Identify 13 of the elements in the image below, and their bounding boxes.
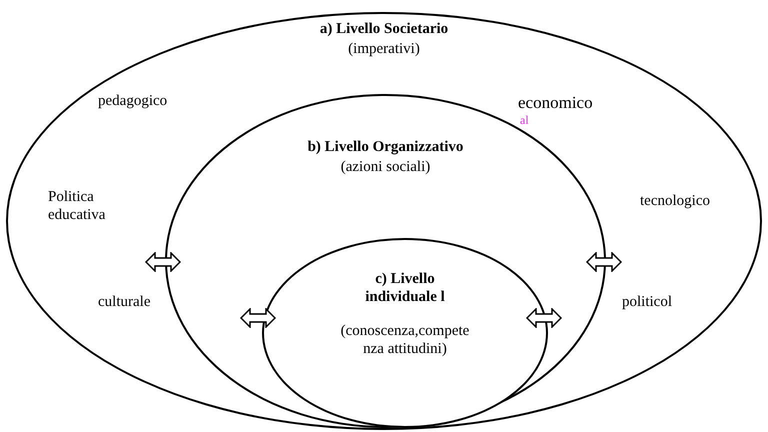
level-title: a) Livello Societario [318, 20, 450, 38]
factor-label: economico [518, 94, 593, 112]
factor-label: culturale [98, 293, 150, 311]
factor-label: al [520, 114, 529, 126]
level-subtitle: (conoscenza,compete nza attitudini) [340, 322, 470, 358]
factor-label: Politica educativa [48, 188, 106, 224]
factor-label: tecnologico [640, 192, 710, 210]
level-subtitle: (imperativi) [347, 40, 421, 58]
level-title: c) Livello individuale l [364, 270, 446, 306]
level-title: b) Livello Organizzativo [306, 138, 464, 156]
factor-label: pedagogico [98, 92, 168, 110]
factor-label: politicol [622, 293, 672, 311]
level-subtitle: (azioni sociali) [340, 158, 432, 176]
